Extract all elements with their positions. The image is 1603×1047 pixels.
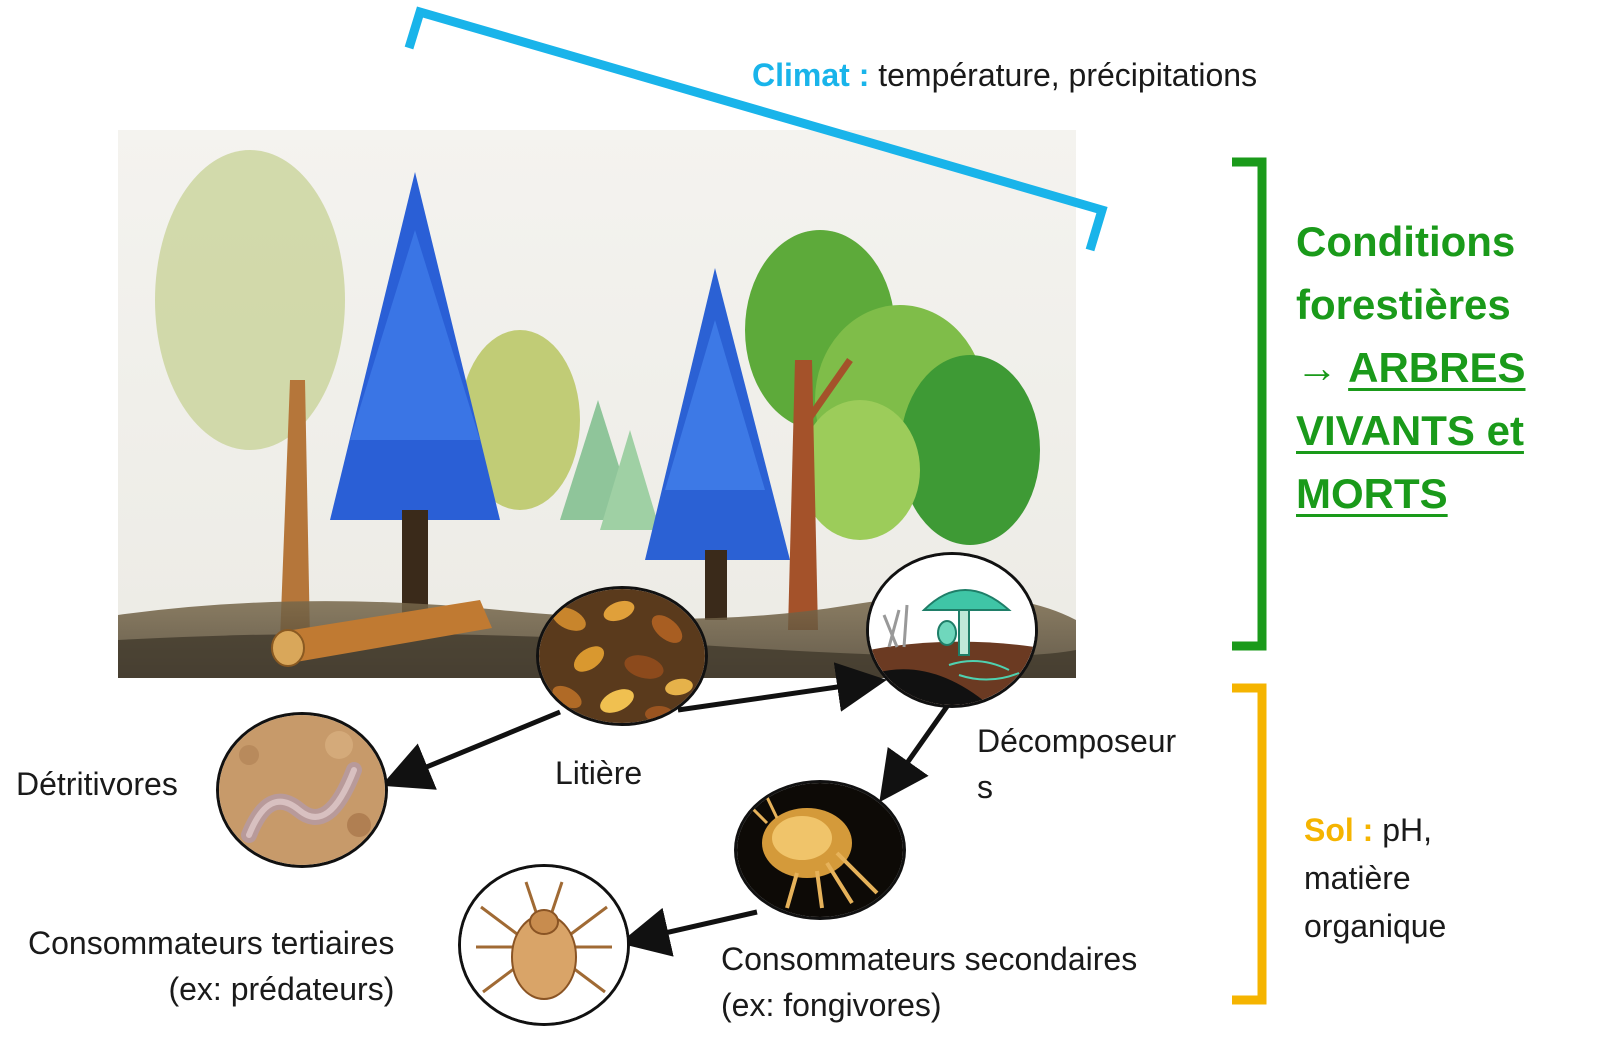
secondary-consumers-label: Consommateurs secondaires (ex: fongivore… [721, 936, 1137, 1029]
tertiary-consumers-label: Consommateurs tertiaires (ex: prédateurs… [28, 920, 394, 1013]
forest-conditions-line2: forestières [1296, 281, 1511, 328]
tertiary-line2: (ex: prédateurs) [168, 971, 395, 1008]
arrow-secondary-to-tertiary [619, 907, 758, 957]
forest-conditions-line5: MORTS [1296, 470, 1448, 517]
soil-bracket [1232, 683, 1267, 1005]
mite-icon [458, 864, 630, 1026]
mushroom-icon [866, 552, 1038, 708]
soil-value-line3: organique [1304, 908, 1447, 944]
arrow-litter-to-detritivores [381, 709, 561, 790]
arrow-decomposers-to-secondary [879, 703, 951, 803]
forest-conditions-line3: → ARBRES [1296, 336, 1525, 399]
forest-drawing-icon [118, 130, 1076, 678]
decomposers-line1: Décomposeur [977, 723, 1177, 759]
soil-value-line2: matière [1304, 860, 1411, 896]
springtail-icon [734, 780, 906, 920]
climate-key: Climat : [752, 57, 870, 93]
arrow-litter-to-decomposers [677, 662, 887, 713]
secondary-line1: Consommateurs secondaires [721, 941, 1138, 977]
litter-label: Litière [555, 755, 643, 791]
earthworm-icon [216, 712, 388, 868]
secondary-line2: (ex: fongivores) [721, 987, 942, 1024]
leaf-litter-icon [536, 586, 708, 726]
soil-key: Sol : [1304, 812, 1374, 848]
decomposers-line2: s [977, 769, 993, 806]
climate-label: Climat : température, précipitations [752, 52, 1257, 98]
soil-label: Sol : pH, matière organique [1304, 806, 1446, 950]
climate-value: température, précipitations [878, 57, 1258, 93]
climate-bracket [404, 6, 1108, 252]
arrow-right-icon: → [1296, 344, 1338, 391]
forest-conditions-line4: VIVANTS et [1296, 407, 1524, 454]
soil-value-line1: pH, [1382, 812, 1433, 848]
living-trees-label: ARBRES [1348, 344, 1526, 391]
detritivores-label: Détritivores [16, 766, 178, 802]
forest-conditions-bracket [1232, 157, 1267, 651]
decomposers-label: Décomposeur s [977, 718, 1176, 811]
forest-conditions-line1: Conditions [1296, 218, 1516, 265]
tertiary-line1: Consommateurs tertiaires [28, 925, 395, 961]
forest-conditions-label: Conditions forestières → ARBRES VIVANTS … [1296, 210, 1525, 525]
